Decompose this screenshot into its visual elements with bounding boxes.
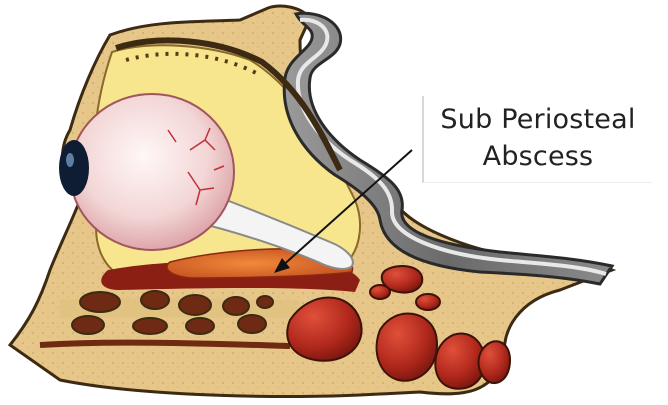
label-sub-periosteal: Sub Periosteal: [424, 104, 652, 135]
label-abscess: Abscess: [424, 141, 652, 172]
iris: [59, 140, 89, 196]
cornea-highlight: [66, 153, 74, 167]
label-box: Sub Periosteal Abscess: [422, 96, 652, 183]
eyeball: [70, 94, 234, 250]
